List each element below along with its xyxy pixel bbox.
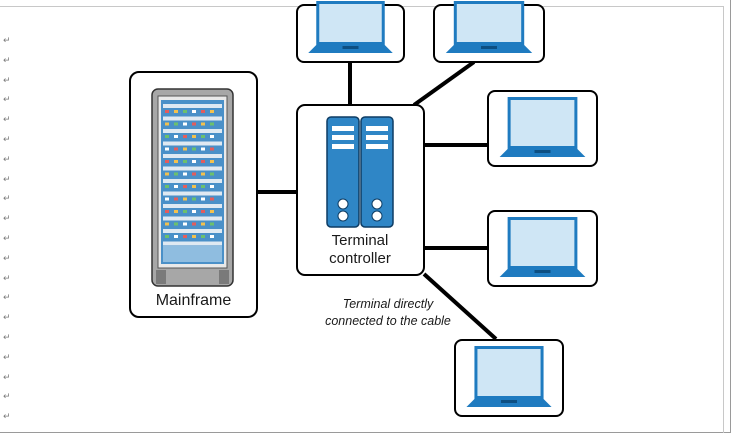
paragraph-mark: ↵ (3, 214, 11, 225)
paragraph-mark: ↵ (3, 75, 11, 86)
paragraph-mark: ↵ (3, 412, 11, 423)
paragraph-mark: ↵ (3, 234, 11, 244)
paragraph-mark: ↵ (3, 36, 11, 46)
page-right-border (723, 6, 724, 433)
terminal-3 (487, 90, 598, 167)
mainframe-rack-icon (151, 88, 234, 287)
terminal-5 (454, 339, 564, 417)
laptop-icon (466, 346, 552, 407)
server-icon (326, 116, 394, 228)
terminal-controller-label-line2: controller (329, 250, 391, 267)
paragraph-mark: ↵ (3, 194, 11, 205)
paragraph-mark: ↵ (3, 392, 11, 403)
paragraph-mark: ↵ (3, 293, 11, 304)
terminal-controller-node (296, 104, 425, 276)
laptop-icon (499, 97, 586, 157)
laptop-icon (499, 217, 586, 277)
paragraph-mark: ↵ (3, 135, 11, 145)
terminal-controller-label-line1: Terminal (331, 232, 389, 249)
terminal-controller-label: Terminal controller (296, 232, 424, 268)
cable-connection-note-line1: Terminal directly (342, 297, 434, 311)
cable-connection-note: Terminal directly connected to the cable (316, 296, 460, 330)
paragraph-mark: ↵ (3, 154, 11, 165)
laptop-icon (308, 1, 393, 53)
paragraph-mark: ↵ (3, 95, 11, 106)
terminal-4 (487, 210, 598, 287)
paragraph-mark: ↵ (3, 115, 11, 126)
mainframe-node (129, 71, 258, 318)
laptop-icon (445, 1, 533, 53)
paragraph-mark: ↵ (3, 333, 11, 343)
controller-to-terminal-5-line (422, 272, 498, 341)
paragraph-mark: ↵ (3, 372, 11, 383)
terminal-1 (296, 1, 405, 63)
paragraph-mark: ↵ (3, 273, 11, 284)
paragraph-mark: ↵ (3, 253, 11, 264)
connection-lines (257, 60, 498, 341)
paragraph-mark: ↵ (3, 55, 11, 66)
mainframe-label: Mainframe (155, 292, 232, 309)
cable-connection-note-line2: connected to the cable (325, 314, 451, 328)
controller-to-terminal-2-line (412, 60, 476, 107)
paragraph-mark: ↵ (3, 352, 11, 363)
paragraph-mark: ↵ (3, 313, 11, 324)
terminal-2 (433, 1, 545, 63)
paragraph-mark: ↵ (3, 174, 11, 185)
